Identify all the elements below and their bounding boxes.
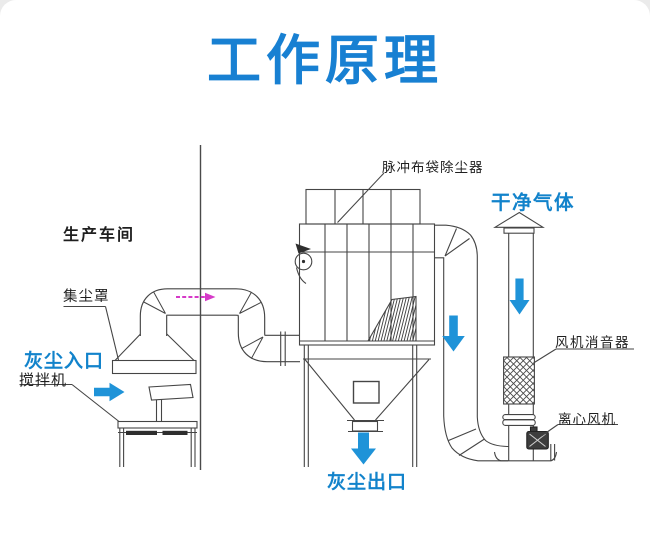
label-dust-hood: 集尘罩	[63, 289, 110, 305]
duct-miter-joints	[143, 291, 264, 359]
label-pulse-bag-filter: 脉冲布袋除尘器	[382, 160, 484, 175]
label-mixer: 搅拌机	[19, 372, 68, 389]
coupling-flange	[502, 414, 536, 421]
base-line	[493, 451, 558, 462]
flow-arrows	[94, 278, 530, 465]
pulse-valve-icon	[294, 243, 313, 284]
rain-cap	[493, 211, 545, 228]
inlet-flange	[280, 331, 286, 366]
label-workshop: 生产车间	[63, 227, 136, 244]
exhaust-stack	[493, 211, 558, 462]
dust-hopper	[303, 358, 431, 421]
flow-arrow-inlet-right	[94, 382, 125, 402]
centrifugal-fan-shape	[526, 426, 549, 450]
dust-flow-arrow	[176, 292, 216, 302]
label-fan-silencer: 风机消音器	[555, 335, 630, 350]
page-title: 工作原理	[207, 31, 443, 91]
flow-arrow-stack-down	[509, 278, 530, 315]
flow-arrow-outlet-down	[351, 432, 376, 465]
leader-line-fan	[541, 423, 618, 437]
mixer-shape	[117, 383, 198, 467]
label-centrifugal-fan: 离心风机	[558, 412, 616, 427]
leader-line-filter	[337, 172, 385, 223]
discharge-valve	[347, 419, 384, 433]
leader-line-mixer	[19, 383, 120, 422]
leader-line-silencer	[533, 348, 634, 364]
label-dust-outlet: 灰尘出口	[327, 472, 408, 493]
dust-pile-hatch	[367, 295, 417, 342]
flow-arrow-duct-down	[442, 315, 465, 352]
label-clean-gas: 干净气体	[491, 192, 576, 214]
label-dust-inlet: 灰尘入口	[24, 351, 105, 372]
leader-line-hood	[63, 305, 120, 361]
outlet-duct	[434, 224, 509, 462]
gooseneck-duct	[139, 288, 300, 363]
support-legs	[303, 345, 418, 467]
bag-filter-grid	[298, 188, 436, 346]
dust-hood-shape	[111, 333, 197, 375]
silencer-section	[503, 356, 535, 405]
